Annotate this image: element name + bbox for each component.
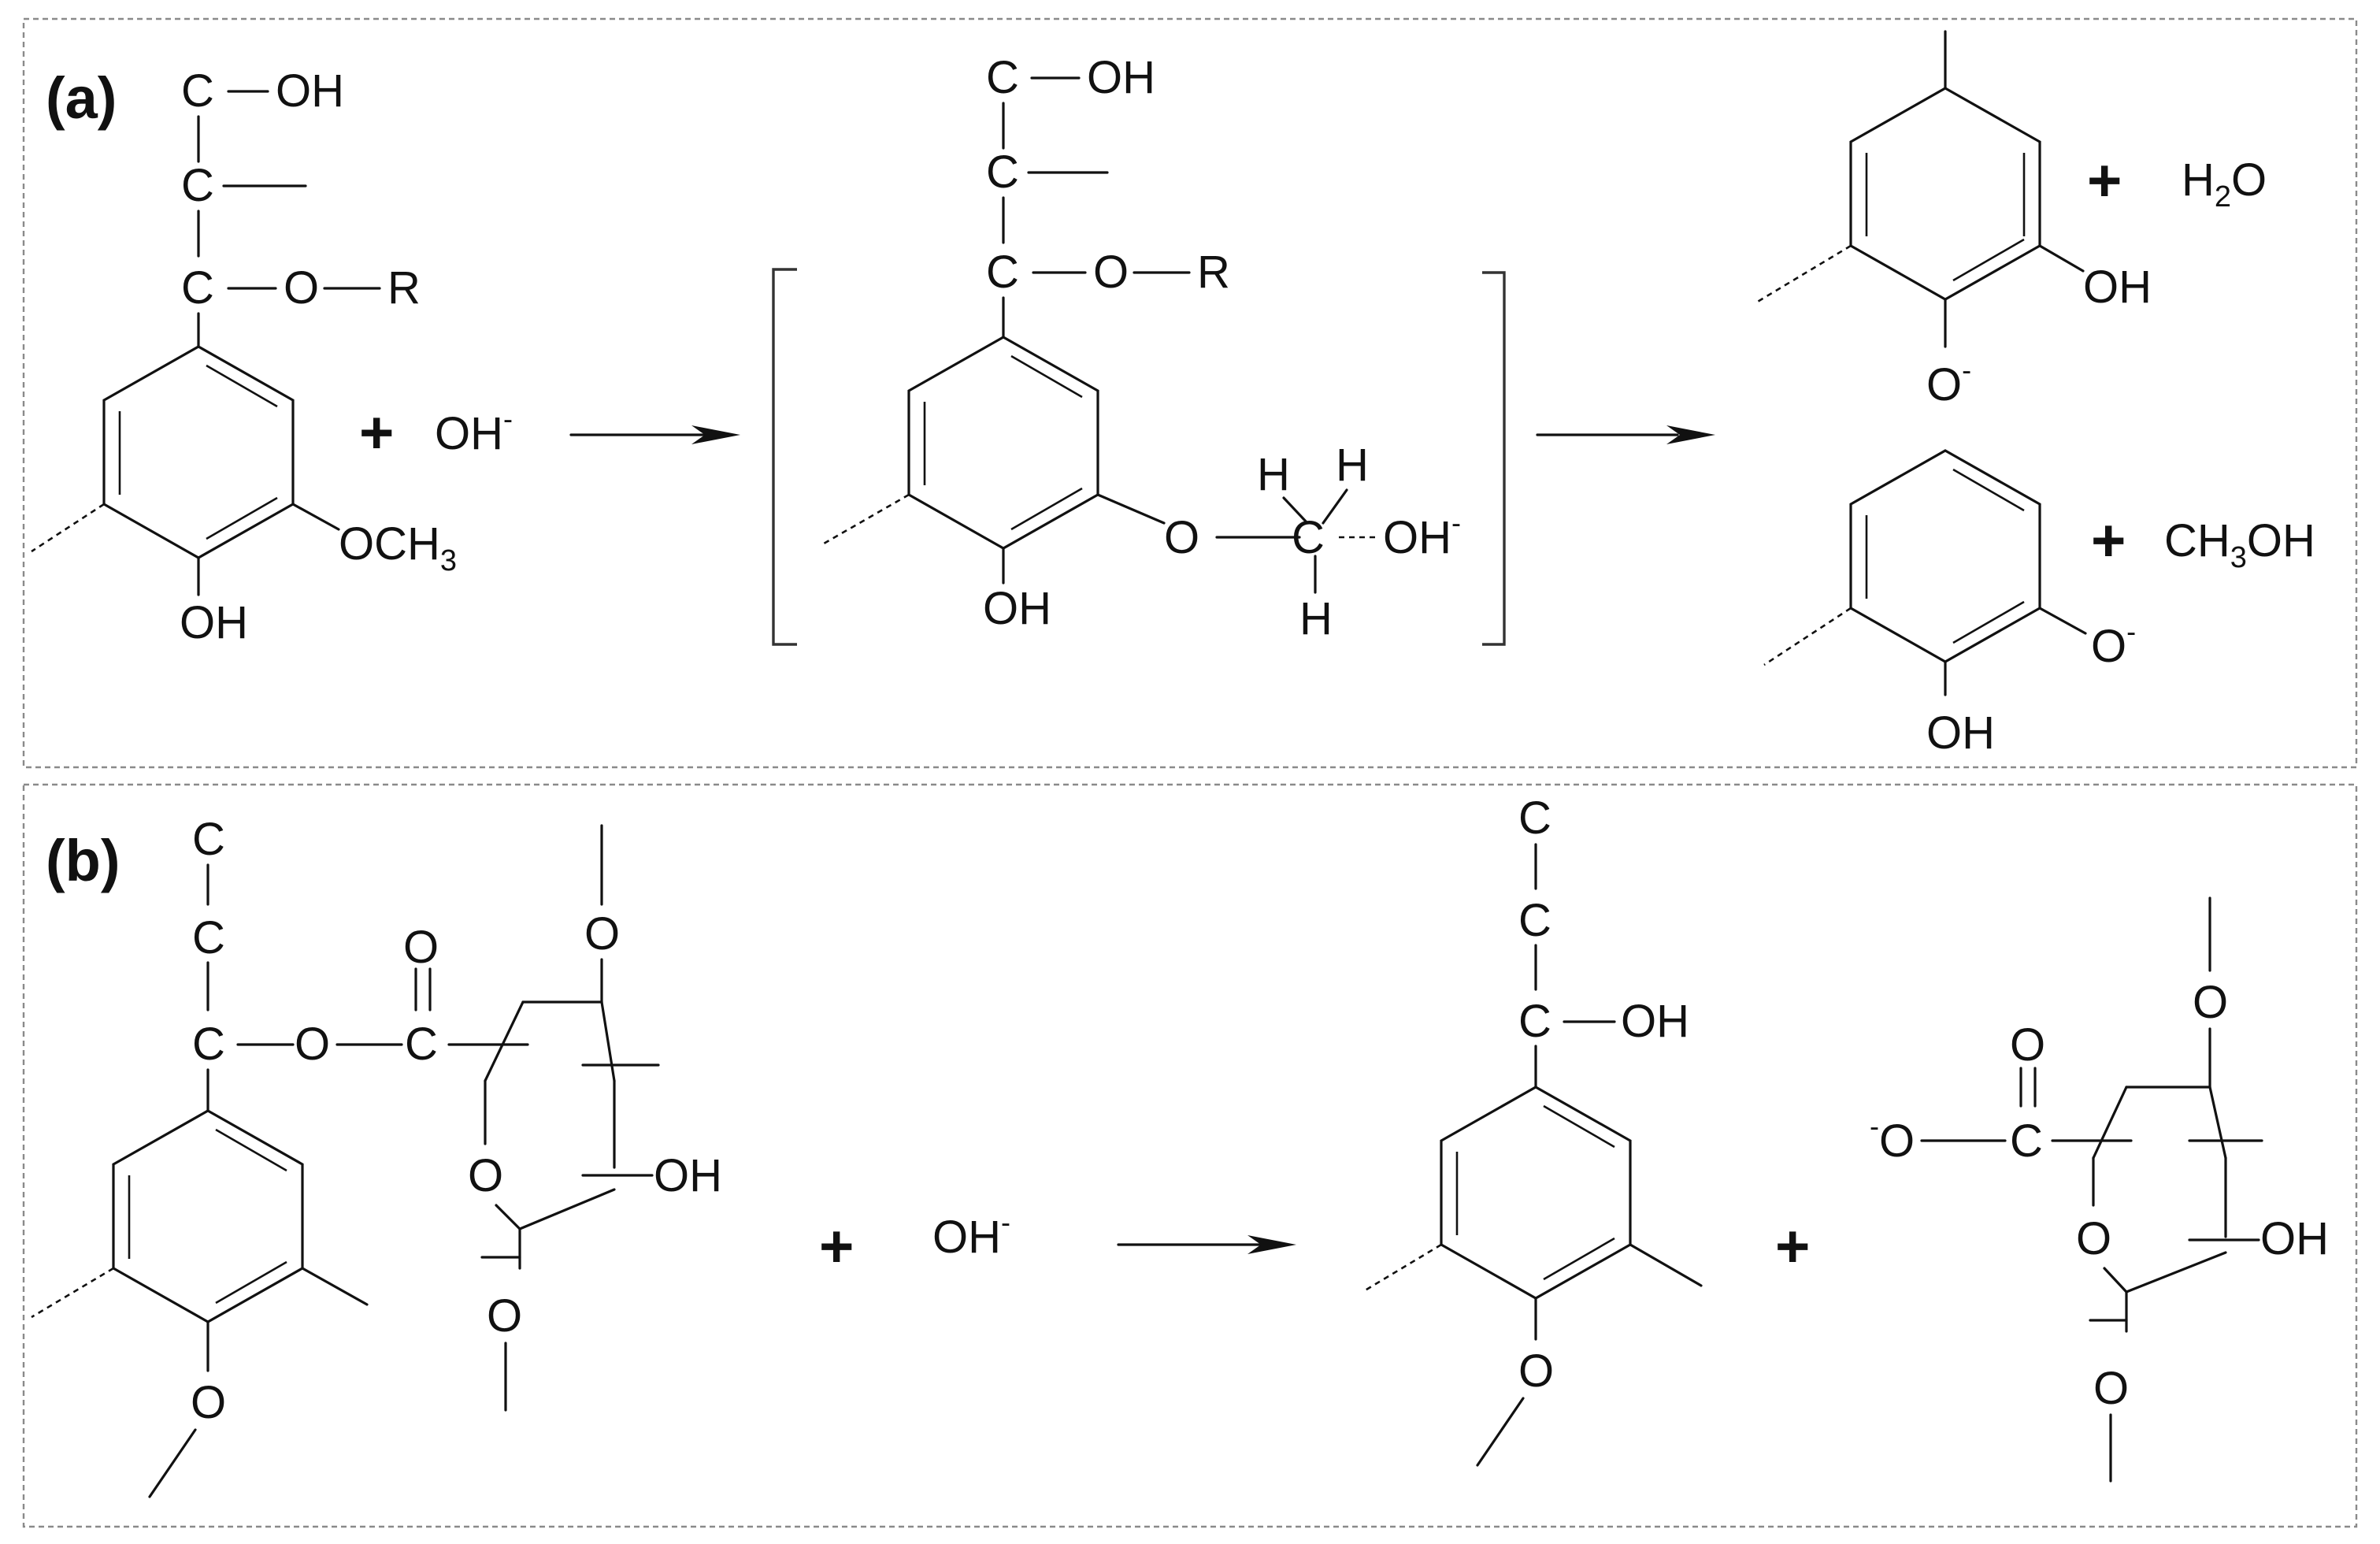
svg-text:H: H [1257,449,1290,500]
intermediate-a: C OH C C O R O OH C H H H OH- [772,52,1506,646]
svg-text:C: C [2010,1115,2043,1167]
svg-text:OH-: OH- [1383,507,1461,563]
reactant-b: C C C O C O O O O OH [31,814,722,1498]
svg-text:C: C [181,65,214,117]
svg-text:+: + [2091,507,2126,574]
svg-text:O: O [191,1377,226,1428]
svg-text:OH: OH [276,65,344,117]
svg-text:O: O [403,922,439,973]
hydroxide-b: OH- [932,1206,1010,1263]
hydroxide-a: OH- [435,403,513,459]
svg-text:OH: OH [1621,996,1689,1047]
svg-text:OH: OH [1087,52,1155,103]
plus-b-2: + [1775,1213,1810,1280]
panel-b-frame [22,783,2358,1528]
svg-text:C: C [192,1019,225,1070]
svg-text:O: O [2010,1019,2045,1071]
svg-text:OH: OH [2083,262,2152,313]
product-b-1: C C C OH O [1362,792,1703,1467]
panel-a-label: (a) [46,65,117,131]
svg-text:OH: OH [2260,1213,2329,1264]
svg-text:C: C [986,147,1019,198]
product-a-1: OH O- + H2O [1755,30,2267,410]
product-a-2: O- OH + CH3OH [1763,449,2315,759]
svg-text:O-: O- [2091,615,2136,672]
svg-text:O-: O- [1926,354,1971,410]
svg-text:C: C [181,262,214,314]
svg-text:O: O [1093,247,1129,298]
svg-text:C: C [1518,895,1551,946]
svg-text:O: O [2093,1363,2129,1414]
svg-text:C: C [1518,996,1551,1047]
svg-text:O: O [584,908,620,959]
svg-text:C: C [986,52,1019,103]
panel-a-frame [22,17,2358,769]
svg-text:CH3OH: CH3OH [2164,515,2315,574]
svg-text:O: O [487,1290,522,1342]
svg-text:R: R [1197,247,1230,298]
svg-text:C: C [1518,792,1551,844]
svg-text:OH: OH [654,1150,722,1201]
svg-text:C: C [986,247,1019,298]
svg-text:+: + [2087,147,2122,214]
arrow-a-1 [569,425,740,444]
arrow-b [1117,1235,1296,1254]
panel-b-label: (b) [46,828,120,893]
svg-text:OCH3: OCH3 [339,518,457,577]
svg-text:O: O [2076,1213,2111,1264]
svg-text:O: O [2193,977,2228,1028]
svg-text:OH: OH [1926,707,1995,759]
product-b-2: -O C O O O OH O [1870,896,2329,1483]
reactant-a: C OH C C O R OCH3 OH [31,65,457,648]
svg-text:R: R [387,262,421,314]
svg-text:C: C [1292,512,1325,563]
svg-text:OH: OH [180,597,248,648]
arrow-a-2 [1536,425,1715,444]
svg-text:O: O [468,1150,503,1201]
svg-text:-O: -O [1870,1110,1915,1167]
svg-text:H2O: H2O [2182,154,2267,213]
svg-text:H: H [1336,440,1369,491]
plus-b-1: + [819,1213,854,1280]
svg-text:OH: OH [983,583,1051,634]
svg-text:C: C [181,160,214,211]
svg-text:O: O [1518,1345,1554,1397]
svg-text:O: O [295,1019,330,1070]
svg-text:C: C [192,912,225,963]
svg-text:O: O [284,262,319,314]
svg-text:O: O [1164,512,1199,563]
svg-text:C: C [192,814,225,865]
svg-text:H: H [1299,593,1333,644]
plus-a-1: + [359,399,394,466]
svg-text:C: C [405,1019,438,1070]
